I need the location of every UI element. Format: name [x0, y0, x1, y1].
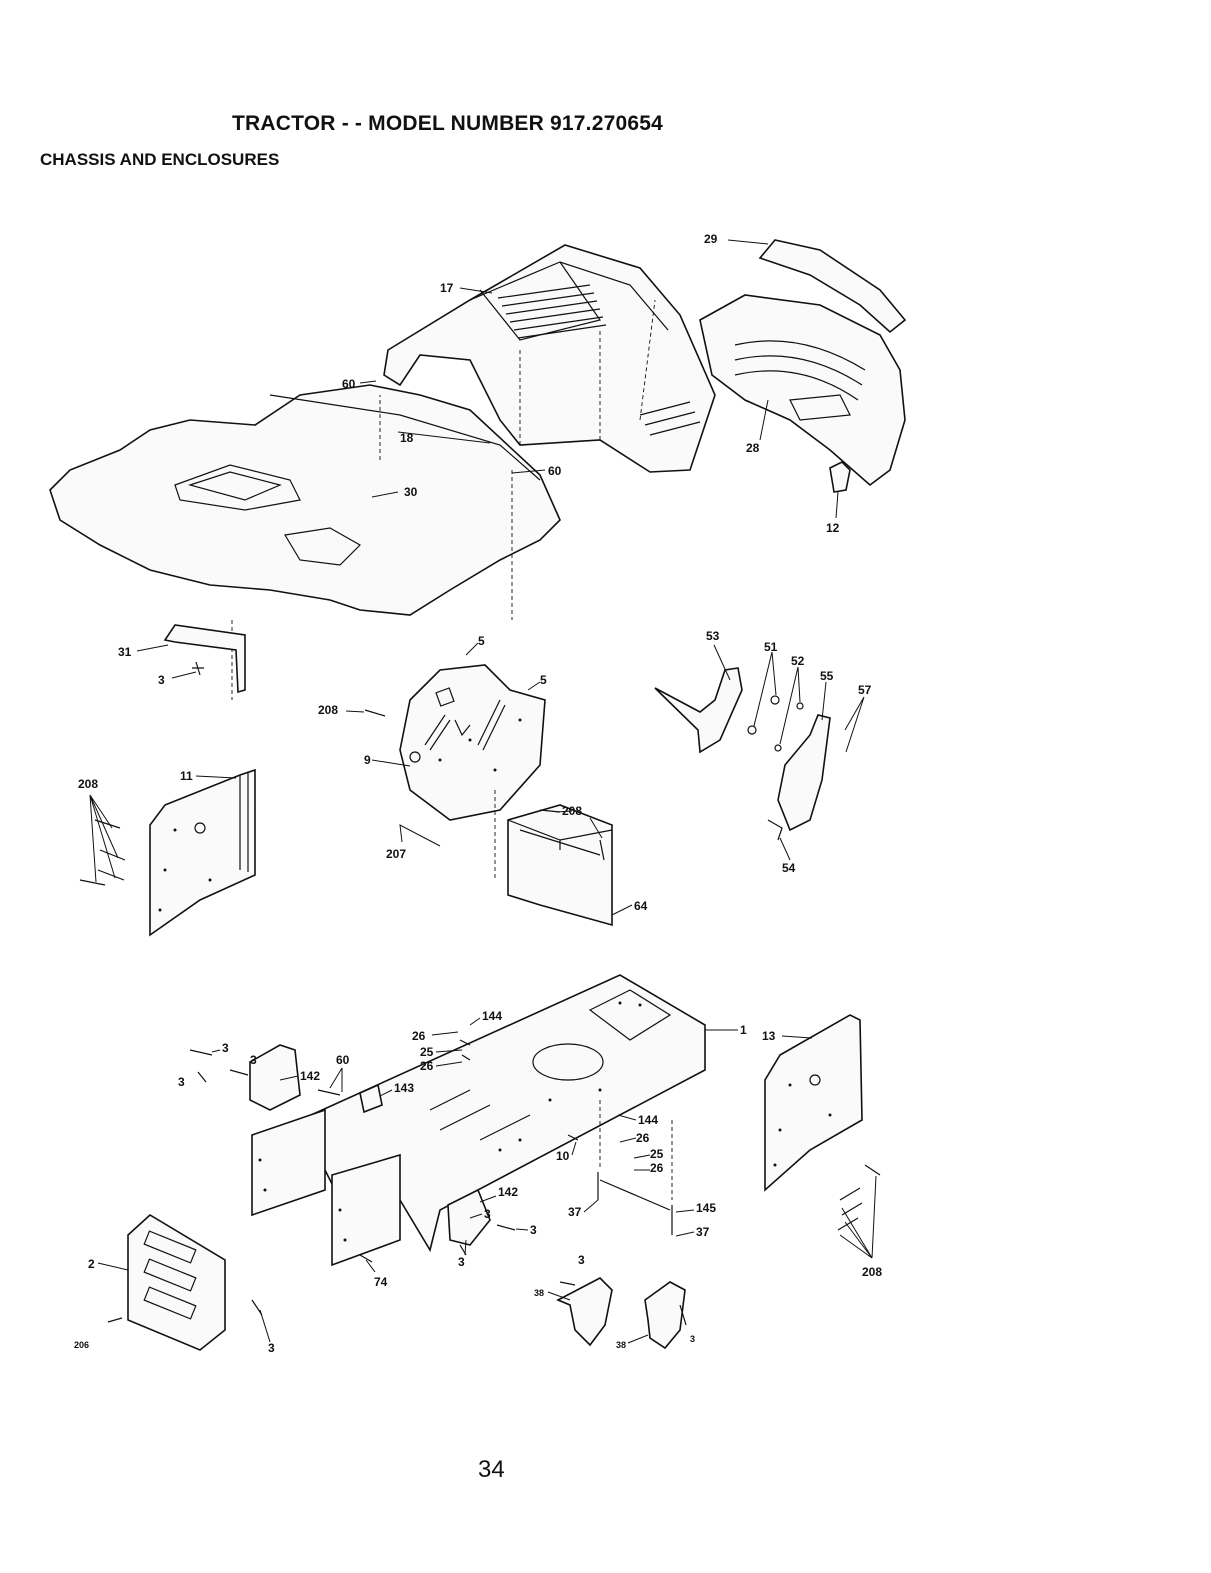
callout-5: 5 [540, 673, 547, 687]
callout-18: 18 [400, 431, 414, 445]
callout-64: 64 [634, 899, 648, 913]
callout-57: 57 [858, 683, 872, 697]
callout-208: 208 [318, 703, 338, 717]
callout-60: 60 [336, 1053, 350, 1067]
callout-145: 145 [696, 1201, 716, 1215]
callout-3: 3 [268, 1341, 275, 1355]
panel-64-part [508, 805, 612, 925]
callout-38: 38 [534, 1288, 544, 1298]
callout-144: 144 [482, 1009, 502, 1023]
callout-3: 3 [158, 673, 165, 687]
callout-206: 206 [74, 1340, 89, 1350]
callout-52: 52 [791, 654, 805, 668]
callout-207: 207 [386, 847, 406, 861]
callout-142: 142 [300, 1069, 320, 1083]
callout-1: 1 [740, 1023, 747, 1037]
callout-11: 11 [180, 769, 193, 783]
callout-31: 31 [118, 645, 132, 659]
callout-3: 3 [458, 1255, 465, 1269]
callout-74: 74 [374, 1275, 388, 1289]
callout-12: 12 [826, 521, 840, 535]
page-number: 34 [478, 1456, 505, 1484]
bracket-part [165, 625, 245, 692]
callout-2: 2 [88, 1257, 95, 1271]
washer-52-part [797, 703, 803, 709]
callout-143: 143 [394, 1081, 414, 1095]
callout-54: 54 [782, 861, 796, 875]
callout-51: 51 [764, 640, 778, 654]
callout-25: 25 [420, 1045, 434, 1059]
bolt-54-part [768, 820, 782, 840]
nut-51b-part [748, 726, 756, 734]
callout-26: 26 [636, 1131, 650, 1145]
callout-208: 208 [862, 1265, 882, 1279]
callout-3: 3 [250, 1053, 257, 1067]
callout-53: 53 [706, 629, 720, 643]
callout-37: 37 [568, 1205, 582, 1219]
callout-17: 17 [440, 281, 454, 295]
callout-3: 3 [578, 1253, 585, 1267]
callout-144: 144 [638, 1113, 658, 1127]
side-panel-right-part [765, 1015, 862, 1190]
callout-3: 3 [222, 1041, 229, 1055]
bracket-38b-part [645, 1282, 685, 1348]
callout-3: 3 [178, 1075, 185, 1089]
callout-29: 29 [704, 232, 718, 246]
callout-30: 30 [404, 485, 418, 499]
callout-60: 60 [342, 377, 356, 391]
nut-51-part [771, 696, 779, 704]
callout-26: 26 [412, 1029, 426, 1043]
callout-142: 142 [498, 1185, 518, 1199]
callout-55: 55 [820, 669, 834, 683]
callout-38: 38 [616, 1340, 626, 1350]
callout-37: 37 [696, 1225, 710, 1239]
bracket-53-part [655, 668, 742, 752]
bracket-55-part [778, 715, 830, 830]
callout-26: 26 [650, 1161, 664, 1175]
callout-5: 5 [478, 634, 485, 648]
washer-52b-part [775, 745, 781, 751]
callout-26: 26 [420, 1059, 434, 1073]
bracket-38a-part [558, 1278, 612, 1345]
latch-part [830, 462, 850, 492]
callout-25: 25 [650, 1147, 664, 1161]
callout-60: 60 [548, 464, 562, 478]
callout-13: 13 [762, 1029, 776, 1043]
callout-9: 9 [364, 753, 371, 767]
grille-part [700, 295, 905, 485]
side-panel-left-part [150, 770, 255, 935]
front-plate-part [128, 1215, 225, 1350]
callout-208: 208 [78, 777, 98, 791]
callout-3: 3 [690, 1334, 695, 1344]
callout-28: 28 [746, 441, 760, 455]
callout-3: 3 [530, 1223, 537, 1237]
callout-10: 10 [556, 1149, 570, 1163]
callout-208: 208 [562, 804, 582, 818]
callout-3: 3 [484, 1207, 491, 1221]
